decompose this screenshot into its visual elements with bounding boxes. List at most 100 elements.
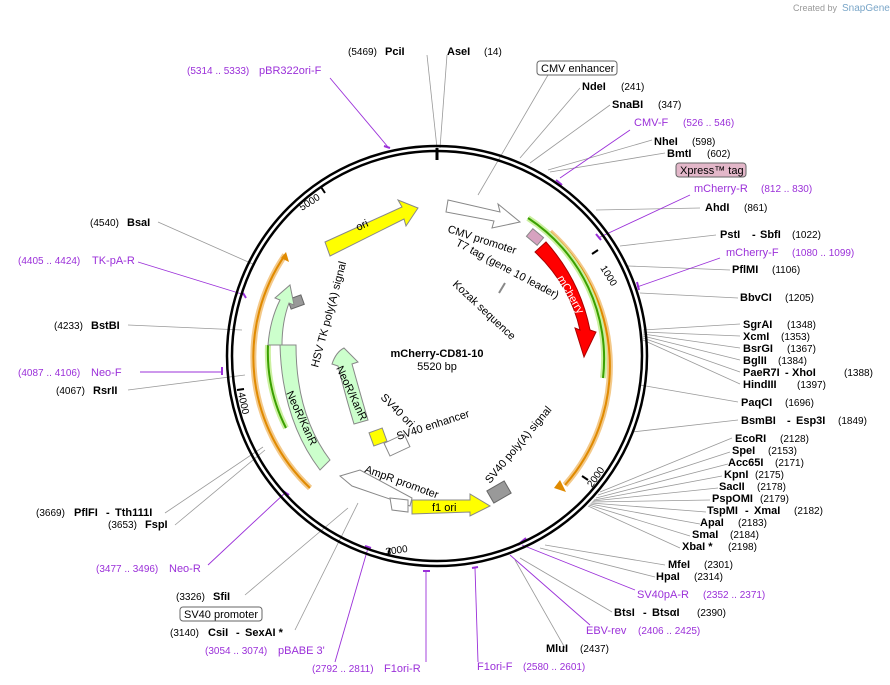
enzyme-pflmi[interactable]: PflMI [732,264,758,276]
xpress-label: Xpress™ tag [680,165,744,177]
enzyme-pflfi[interactable]: PflFI [74,507,98,519]
enzyme-paqci[interactable]: PaqCI [741,397,772,409]
cmv-promoter-feature[interactable] [445,199,522,229]
pos-rsrii: (4067) [56,386,85,397]
enzyme-snabi[interactable]: SnaBI [612,99,643,111]
enzyme-bsai[interactable]: BsaI [127,217,150,229]
neokanr-inner-feature[interactable] [331,347,369,425]
f1-ori-feature[interactable] [411,493,492,517]
cmv-enhancer-box[interactable] [536,60,618,76]
tick-3000: 3000 [385,544,409,558]
enzyme-bglii[interactable]: BglII [743,355,767,367]
enzyme-xcmi[interactable]: XcmI [743,331,769,343]
enzyme-fspi[interactable]: FspI [145,519,168,531]
enzyme-btsai-dash: - [643,607,647,619]
primer-mcherryr[interactable]: mCherry-R [694,183,748,195]
sv40-ori-feature[interactable] [368,427,388,447]
enzyme-xbai[interactable]: XbaI * [682,541,713,553]
primer-pbabe[interactable]: pBABE 3' [278,645,325,657]
pos-sgrai: (1348) [787,320,816,331]
sv40-polya-feature[interactable] [486,480,512,504]
enzyme-mfei[interactable]: MfeI [668,559,690,571]
pos-ahdi: (861) [744,203,767,214]
enzyme-esp3i[interactable]: Esp3I [796,415,825,427]
enzyme-xhoi-dash: - [785,367,789,379]
enzyme-bbvci[interactable]: BbvCI [740,292,772,304]
enzyme-nhei[interactable]: NheI [654,136,678,148]
enzyme-ecori[interactable]: EcoRI [735,433,766,445]
enzyme-sfii[interactable]: SfiI [213,591,230,603]
enzyme-csii[interactable]: CsiI [208,627,228,639]
pos-bsrgi: (1367) [787,344,816,355]
mcherry-feature[interactable] [534,241,597,359]
primer-f1orir[interactable]: F1ori-R [384,663,421,675]
enzyme-kpni[interactable]: KpnI [724,469,748,481]
enzyme-hindiii[interactable]: HindIII [743,379,777,391]
ori-label: ori [354,218,370,234]
pos-xbai: (2198) [728,542,757,553]
enzyme-btsi[interactable]: BtsI [614,607,635,619]
enzyme-xhoi[interactable]: XhoI [792,367,816,379]
enzyme-bsrgi[interactable]: BsrGI [743,343,773,355]
pos-sfii: (3326) [176,592,205,603]
enzyme-xmai[interactable]: XmaI [754,505,780,517]
primer-mcherryf[interactable]: mCherry-F [726,247,779,259]
enzyme-bstbi[interactable]: BstBI [91,320,120,332]
primer-pos-cmvf: (526 .. 546) [683,118,734,129]
enzyme-hpai[interactable]: HpaI [656,571,680,583]
pos-psti: (1022) [792,230,821,241]
enzyme-esp3i-dash: - [787,415,791,427]
enzyme-tspmi[interactable]: TspMI [707,505,738,517]
primer-pos-f1orir: (2792 .. 2811) [312,664,374,675]
primer-cmvf[interactable]: CMV-F [634,117,669,129]
enzyme-smai[interactable]: SmaI [692,529,718,541]
enzyme-apai[interactable]: ApaI [700,517,724,529]
enzyme-pcii[interactable]: PciI [385,46,405,58]
tick-2000: 2000 [585,465,607,490]
enzyme-asei[interactable]: AseI [447,46,470,58]
neokanr-outer-feature[interactable] [279,344,331,471]
xpress-box[interactable] [675,162,747,178]
enzyme-spei[interactable]: SpeI [732,445,755,457]
enzyme-acc65i[interactable]: Acc65I [728,457,763,469]
primer-sv40par[interactable]: SV40pA-R [637,589,689,601]
scale-ticks [236,186,599,556]
enzyme-psti[interactable]: PstI [720,229,740,241]
primer-ebvrev[interactable]: EBV-rev [586,625,627,637]
pos-paqci: (1696) [785,398,814,409]
enzyme-bmti[interactable]: BmtI [667,148,691,160]
enzyme-bsmbi[interactable]: BsmBI [741,415,776,427]
enzyme-pspomi[interactable]: PspOMI [712,493,753,505]
enzyme-sgrai[interactable]: SgrAI [743,319,772,331]
ori-feature[interactable] [324,199,419,257]
enzyme-mlui[interactable]: MluI [546,643,568,655]
enzyme-ahdi[interactable]: AhdI [705,202,729,214]
ampr-promoter-feature[interactable] [338,469,413,507]
enzyme-sexai-dash: - [236,627,240,639]
pos-mlui: (2437) [580,644,609,655]
primer-neof[interactable]: Neo-F [91,367,122,379]
primer-tkpa[interactable]: TK-pA-R [92,255,135,267]
sv40-promoter-label: SV40 promoter [184,609,258,621]
primer-pbr322ori[interactable]: pBR322ori-F [259,65,322,77]
enzyme-ndei[interactable]: NdeI [582,81,606,93]
sv40-promoter-box[interactable] [179,606,263,622]
enzyme-sexai[interactable]: SexAI * [245,627,284,639]
pos-hindiii: (1397) [797,380,826,391]
primer-pos-pbr322ori: (5314 .. 5333) [187,66,249,77]
primer-neor[interactable]: Neo-R [169,563,201,575]
enzyme-tth111i[interactable]: Tth111I [115,507,152,519]
primer-pos-ebvrev: (2406 .. 2425) [638,626,700,637]
enzyme-rsrii[interactable]: RsrII [93,385,117,397]
primer-pos-pbabe: (3054 .. 3074) [205,646,267,657]
sv40-enhancer-feature[interactable] [383,433,411,457]
enzyme-btsai[interactable]: BtsαI [652,607,680,619]
pos-pflfi: (3669) [36,508,65,519]
pos-ndei: (241) [621,82,644,93]
enzyme-sacii[interactable]: SacII [719,481,745,493]
enzyme-paer7i[interactable]: PaeR7I [743,367,780,379]
primer-f1orif[interactable]: F1ori-F [477,661,513,673]
xpress-tag-feature[interactable] [525,227,545,247]
enzyme-sbfi[interactable]: SbfI [760,229,781,241]
